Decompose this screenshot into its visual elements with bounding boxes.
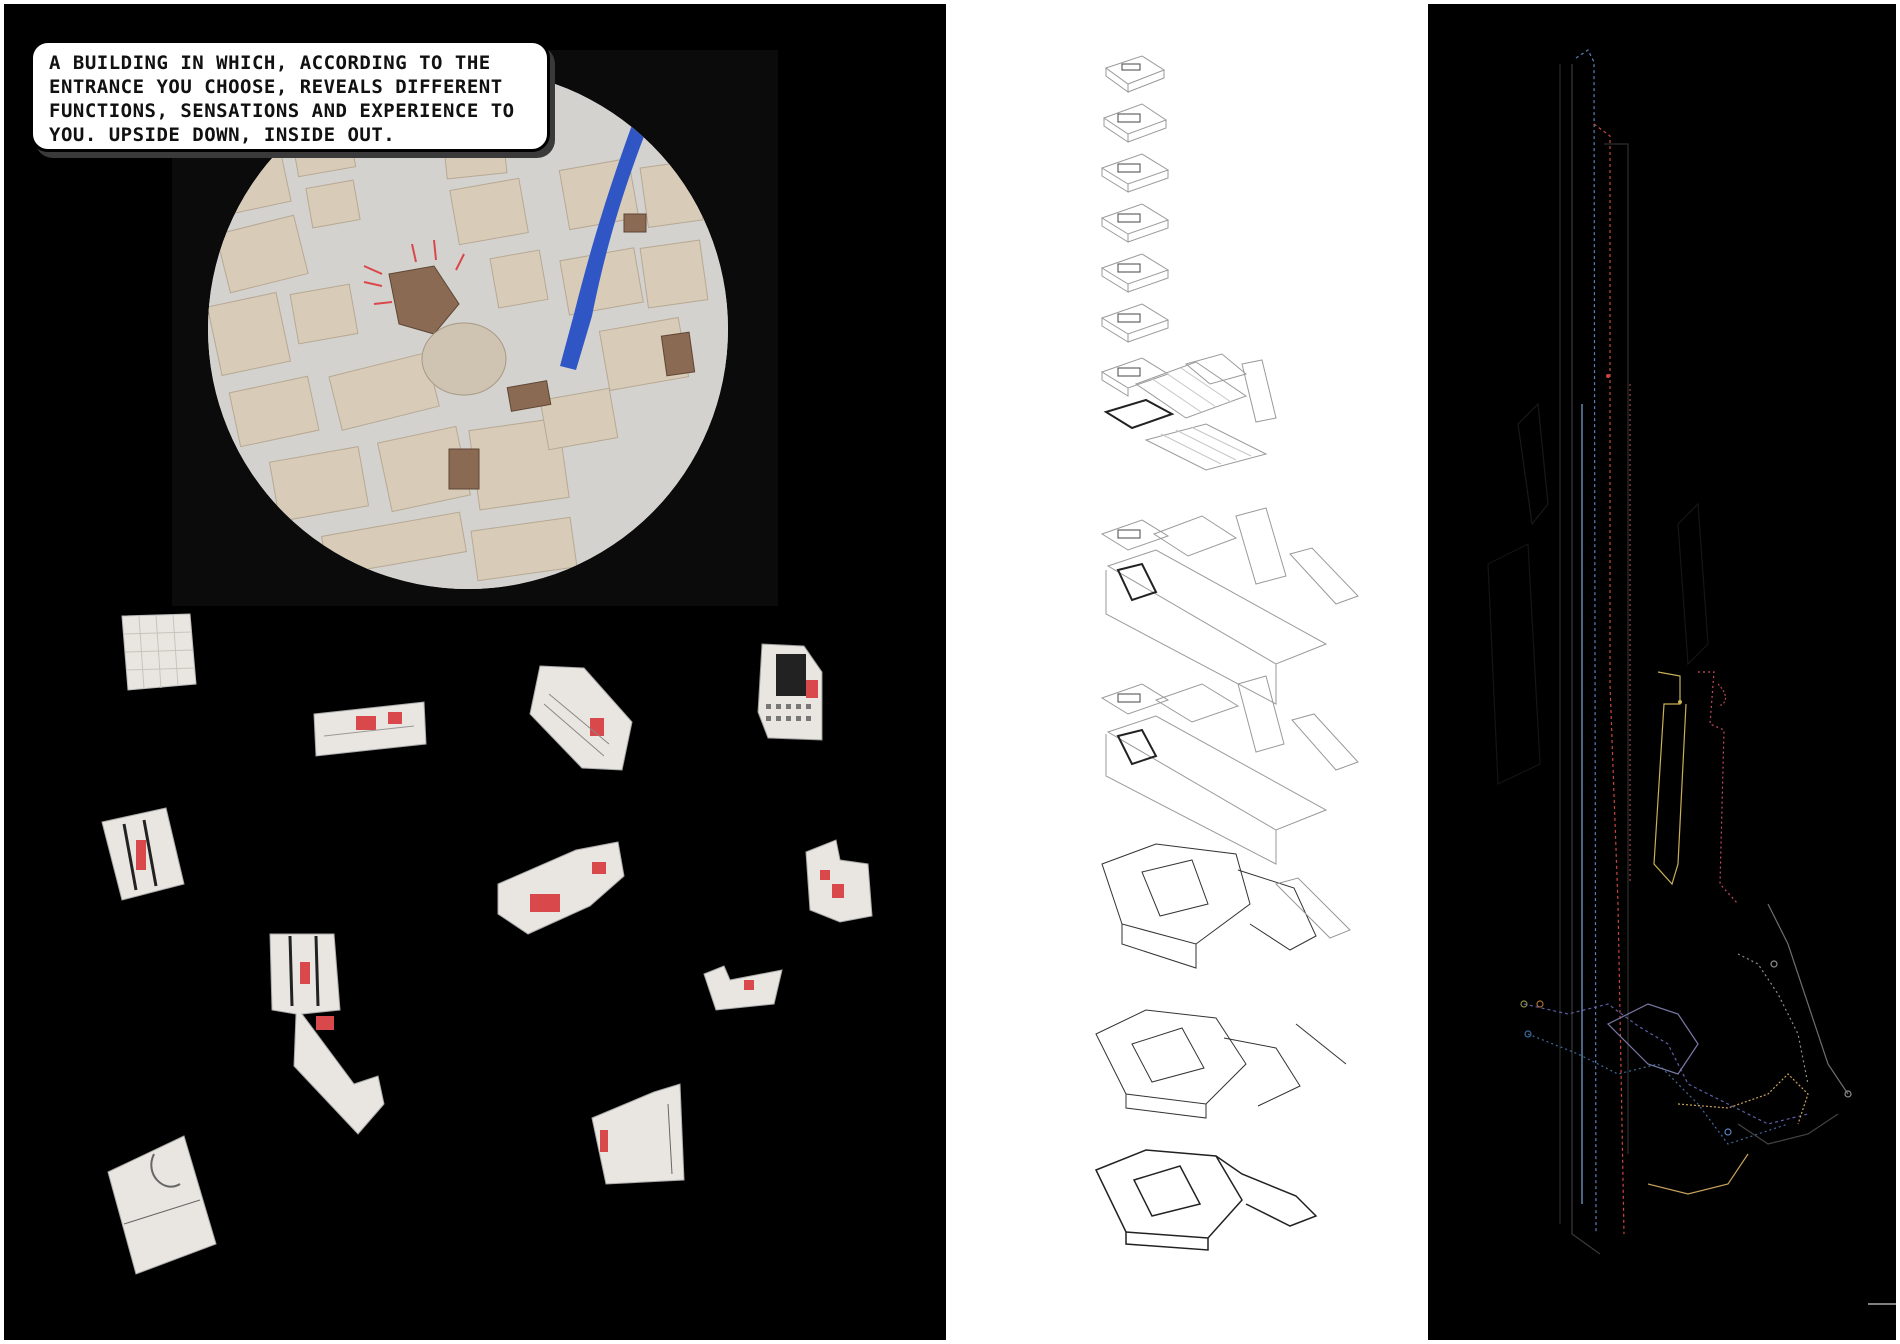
path-red	[1593, 123, 1625, 1235]
model-photo-graphic	[101, 50, 873, 1275]
axonometric-panel	[946, 4, 1428, 1340]
floor-plan	[1094, 1149, 1318, 1251]
circulation-panel	[1428, 4, 1896, 1340]
floor-slab	[1104, 55, 1166, 93]
fragment-models	[101, 613, 873, 1275]
floor-slab	[1100, 253, 1170, 293]
fragment-model	[269, 933, 385, 1135]
path-yellow	[1653, 671, 1687, 886]
model-photo-panel: A BUILDING IN WHICH, ACCORDING TO THE EN…	[4, 4, 946, 1340]
canal	[560, 114, 652, 370]
site-model-circle	[208, 69, 728, 589]
fragment-model	[313, 701, 427, 757]
floor-plan	[1095, 1009, 1347, 1119]
floor-plan	[1101, 843, 1351, 969]
floor-slab	[1100, 353, 1277, 471]
callout-text: A BUILDING IN WHICH, ACCORDING TO THE EN…	[49, 52, 515, 146]
fragment-model	[591, 1083, 685, 1185]
fragment-model	[529, 665, 633, 771]
floor-slab	[1100, 675, 1359, 865]
fragment-model	[107, 1135, 217, 1275]
path-blue	[1575, 49, 1597, 1235]
floor-slab	[1100, 153, 1170, 193]
fragment-model	[497, 841, 625, 935]
floor-slab	[1102, 103, 1168, 143]
floor-slab	[1100, 303, 1170, 343]
fragment-model	[805, 839, 873, 923]
node-markers	[1520, 374, 1852, 1136]
fragment-model	[703, 965, 783, 1011]
fragment-model	[101, 807, 185, 901]
path-purple	[1523, 1003, 1809, 1125]
fragment-model	[121, 613, 197, 691]
description-callout: A BUILDING IN WHICH, ACCORDING TO THE EN…	[30, 40, 550, 152]
floor-slab	[1100, 203, 1170, 243]
circulation-diagram	[1487, 49, 1896, 1305]
floor-slab	[1100, 507, 1359, 705]
fragment-model	[757, 643, 823, 741]
exploded-axonometric-diagram	[1094, 55, 1359, 1251]
